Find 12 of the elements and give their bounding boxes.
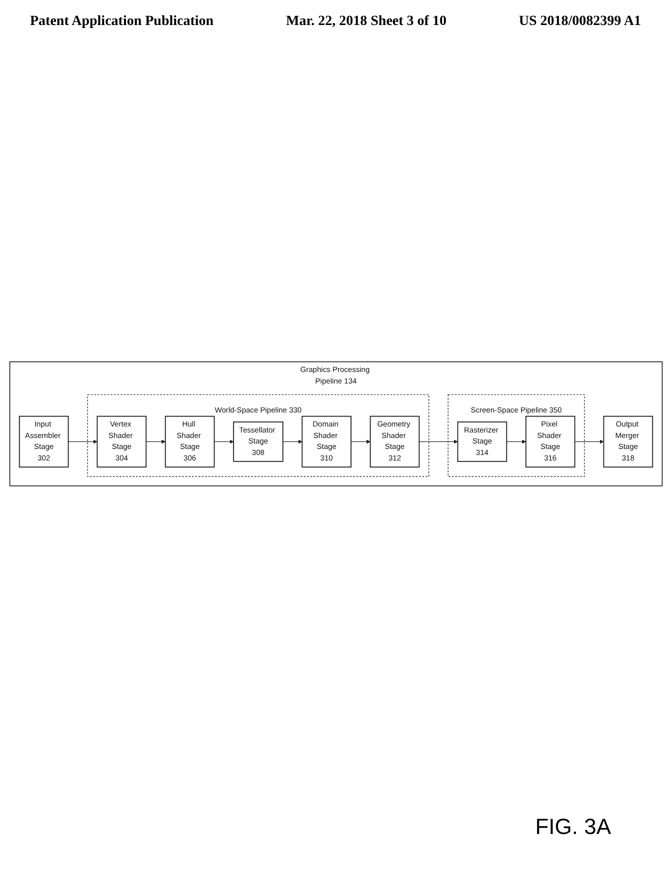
header-text: US 2018/0082399 A1	[518, 14, 641, 30]
header-text: Mar. 22, 2018 Sheet 3 of 10	[286, 14, 446, 30]
arrow	[350, 440, 370, 444]
arrow	[213, 440, 234, 444]
arrow	[145, 440, 166, 444]
arrow	[418, 440, 458, 444]
header-text: Patent Application Publication	[30, 14, 214, 30]
arrow	[282, 440, 302, 444]
arrow	[574, 440, 604, 444]
figure-caption: FIG. 3A	[535, 814, 611, 839]
arrow	[506, 440, 526, 444]
arrow	[67, 440, 97, 444]
